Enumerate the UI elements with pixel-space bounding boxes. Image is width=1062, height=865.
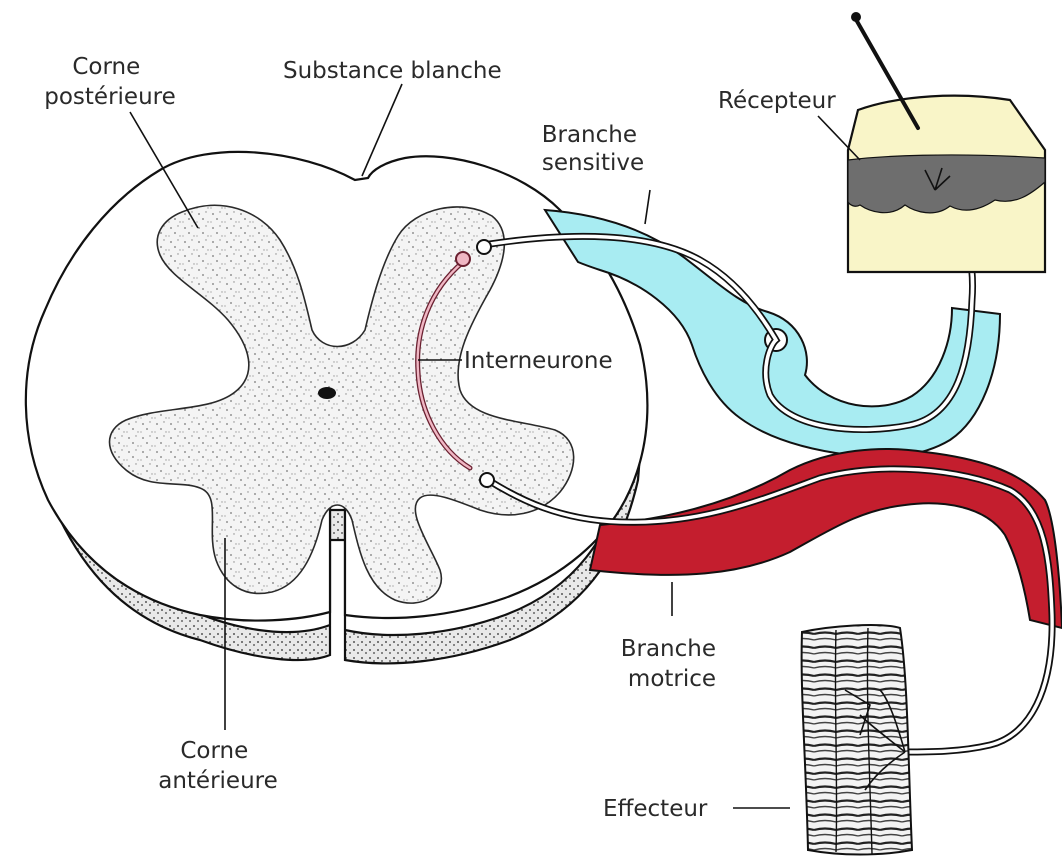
central-canal: [318, 387, 336, 399]
label-branche-motrice: Branche motrice: [621, 636, 724, 692]
recepteur-skin-block: [848, 12, 1045, 272]
sensory-synapse: [477, 240, 491, 254]
label-corne-anterieure: Corne antérieure: [158, 738, 278, 794]
label-substance-blanche: Substance blanche: [283, 58, 502, 84]
leader-branche-sensitive: [645, 190, 650, 224]
motor-neuron-soma: [480, 473, 494, 487]
effecteur-muscle: [802, 625, 912, 854]
label-branche-sensitive: Branche sensitive: [542, 122, 645, 176]
label-effecteur: Effecteur: [603, 796, 708, 822]
interneuron-soma: [456, 252, 470, 266]
label-interneurone: Interneurone: [464, 348, 613, 374]
label-recepteur: Récepteur: [718, 88, 836, 114]
label-corne-posterieure: Corne postérieure: [44, 54, 176, 110]
spinal-cord-section: [26, 152, 648, 663]
